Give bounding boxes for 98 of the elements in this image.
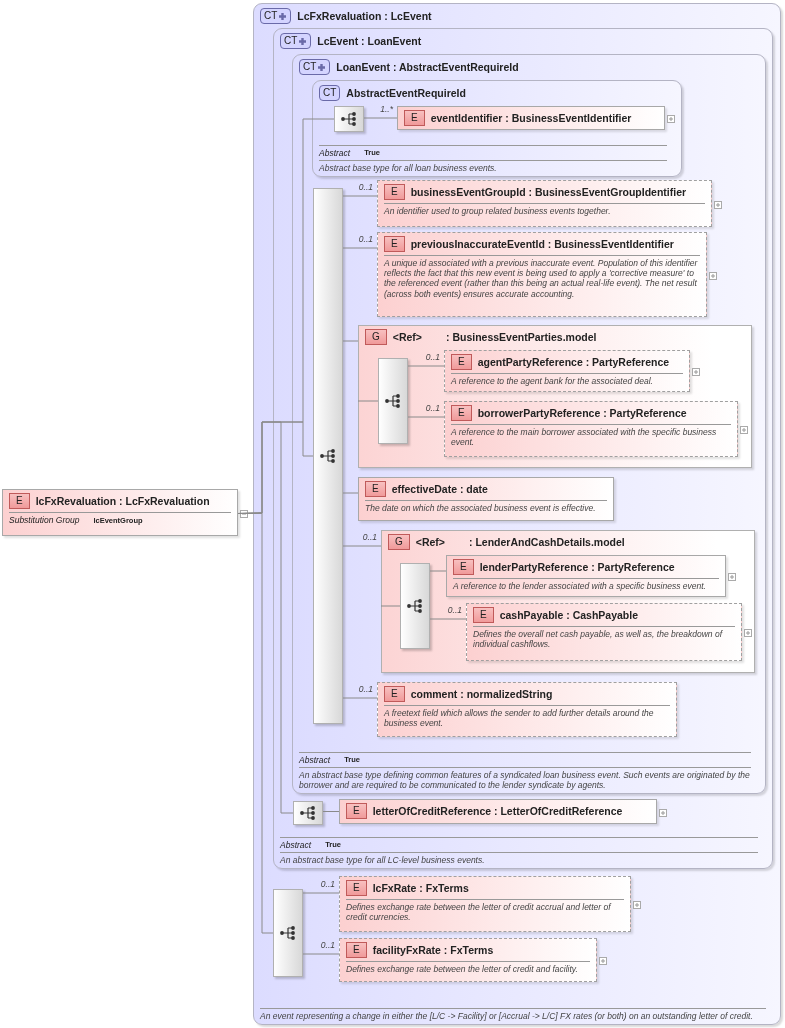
cardinality-label: 0..1 <box>320 940 335 950</box>
element-title: comment : normalizedString <box>410 688 553 700</box>
description-text: Defines exchange rate between the letter of credit and facility. <box>346 961 590 975</box>
cardinality-label: 0..1 <box>425 352 440 362</box>
type-badge: G <box>388 534 410 550</box>
description-text: Abstract base type for all loan business events. <box>319 159 667 173</box>
group-box <box>381 530 755 673</box>
element-title: lcFxRevaluation : LcFxRevaluation <box>35 495 210 507</box>
sequence-compositor <box>293 801 323 825</box>
cardinality-label: 0..1 <box>358 234 373 244</box>
complex-type-box <box>312 80 682 177</box>
connector-line <box>342 492 359 494</box>
type-badge: E <box>451 354 472 370</box>
connector-line <box>429 618 467 620</box>
connector-line <box>342 697 378 699</box>
element-title: eventIdentifier : BusinessEventIdentifier <box>430 112 632 124</box>
complex-type-box <box>253 3 781 1025</box>
description-text: A freetext field which allows the sender to add further details around the business event. <box>384 705 670 729</box>
description-text: A unique id associated with a previous inaccurate event. Population of this identifier reflects the fact that this new event is being used to apply a 'corrective measure' to the referenced event (rather than this being an actual real-life event). The net result (across both events) ensures accurate accounting. <box>384 255 700 299</box>
type-badge: E <box>384 236 405 252</box>
type-badge: E <box>384 686 405 702</box>
reference-label: <Ref> <box>415 536 445 548</box>
cardinality-label: 0..1 <box>320 879 335 889</box>
description-text: An event representing a change in either the [L/C -> Facility] or [Accrual -> L/C] FX rates (or both) on an outstanding letter of credit. <box>260 1007 766 1021</box>
type-badge: E <box>453 559 474 575</box>
element-title: LcEvent : LoanEvent <box>317 35 422 47</box>
group-box <box>358 325 752 468</box>
connector-line <box>357 400 379 402</box>
type-badge: E <box>346 803 367 819</box>
sequence-compositor <box>313 188 343 724</box>
connector-line <box>302 953 340 955</box>
connector-line <box>407 416 445 418</box>
complex-type-box <box>292 54 766 794</box>
element-title: facilityFxRate : FxTerms <box>372 944 494 956</box>
type-badge: G <box>365 329 387 345</box>
sequence-compositor <box>334 106 364 132</box>
connector-line <box>429 570 447 572</box>
cardinality-label: 0..1 <box>358 182 373 192</box>
description-text: A reference to the main borrower associated with the specific business event. <box>451 424 731 448</box>
type-badge: E <box>365 481 386 497</box>
badge-label: CT <box>284 35 298 47</box>
connector-line <box>342 340 359 342</box>
property-label: Abstract <box>280 839 312 850</box>
element-title: : BusinessEventParties.model <box>445 331 597 343</box>
badge-label: CT <box>264 10 278 22</box>
element-title: LoanEvent : AbstractEventRequireId <box>336 61 519 73</box>
sequence-compositor <box>273 889 303 977</box>
cardinality-label: 0..1 <box>425 403 440 413</box>
property-label: Substitution Group <box>9 515 80 525</box>
connector-line <box>342 195 378 197</box>
connector-line <box>407 365 445 367</box>
element-title: previousInaccurateEventId : BusinessEventIdentifier <box>410 238 674 250</box>
element-title: borrowerPartyReference : PartyReference <box>477 407 687 419</box>
type-badge: E <box>9 493 30 509</box>
element-title: LcFxRevaluation : LcEvent <box>297 10 432 22</box>
element-title: : LenderAndCashDetails.model <box>468 536 625 548</box>
description-text: An abstract base type for all LC-level business events. <box>280 851 758 865</box>
description-text: An identifier used to group related business events together. <box>384 203 705 217</box>
property-label: Abstract <box>299 754 331 765</box>
badge-label: CT <box>303 61 317 73</box>
cardinality-label: 0..1 <box>447 605 462 615</box>
element-title: letterOfCreditReference : LetterOfCreditReference <box>372 805 623 817</box>
type-badge: E <box>346 880 367 896</box>
element-title: effectiveDate : date <box>391 483 488 495</box>
connector-line <box>342 545 382 547</box>
complex-type-box <box>273 28 773 869</box>
connector-line <box>322 811 340 812</box>
connector-line <box>302 892 340 894</box>
description-text: Defines exchange rate between the letter of credit accrual and letter of credit currencies. <box>346 899 624 923</box>
sequence-compositor <box>378 358 408 444</box>
sequence-compositor <box>400 563 430 649</box>
element-title: agentPartyReference : PartyReference <box>477 356 670 368</box>
type-badge: E <box>404 110 425 126</box>
badge-label: CT <box>323 87 337 99</box>
description-text: An abstract base type defining common features of a syndicated loan business event. Such events are originated by the borrower and are required to be communicated to the lender syndicate by agents. <box>299 766 751 790</box>
property-label: Abstract <box>319 147 351 158</box>
connector-line <box>342 247 378 249</box>
element-box <box>358 477 614 521</box>
description-text: Defines the overall net cash payable, as well as, the breakdown of individual cashflows. <box>473 626 735 650</box>
reference-label: <Ref> <box>392 331 422 343</box>
type-badge: E <box>384 184 405 200</box>
element-box <box>377 682 677 737</box>
description-text: A reference to the agent bank for the associated deal. <box>451 373 683 387</box>
cardinality-label: 1..* <box>380 104 393 114</box>
cardinality-label: 0..1 <box>362 532 377 542</box>
element-title: AbstractEventRequireId <box>346 87 466 99</box>
element-title: lcFxRate : FxTerms <box>372 882 469 894</box>
type-badge: E <box>346 942 367 958</box>
element-title: lenderPartyReference : PartyReference <box>479 561 675 573</box>
type-badge: E <box>451 405 472 421</box>
connector-line <box>380 605 401 607</box>
description-text: The date on which the associated business event is effective. <box>365 500 607 514</box>
connector-line <box>363 117 398 119</box>
type-badge: E <box>473 607 494 623</box>
description-text: A reference to the lender associated with a specific business event. <box>453 578 719 592</box>
element-title: cashPayable : CashPayable <box>499 609 638 621</box>
cardinality-label: 0..1 <box>358 684 373 694</box>
element-title: businessEventGroupId : BusinessEventGroupIdentifier <box>410 186 687 198</box>
